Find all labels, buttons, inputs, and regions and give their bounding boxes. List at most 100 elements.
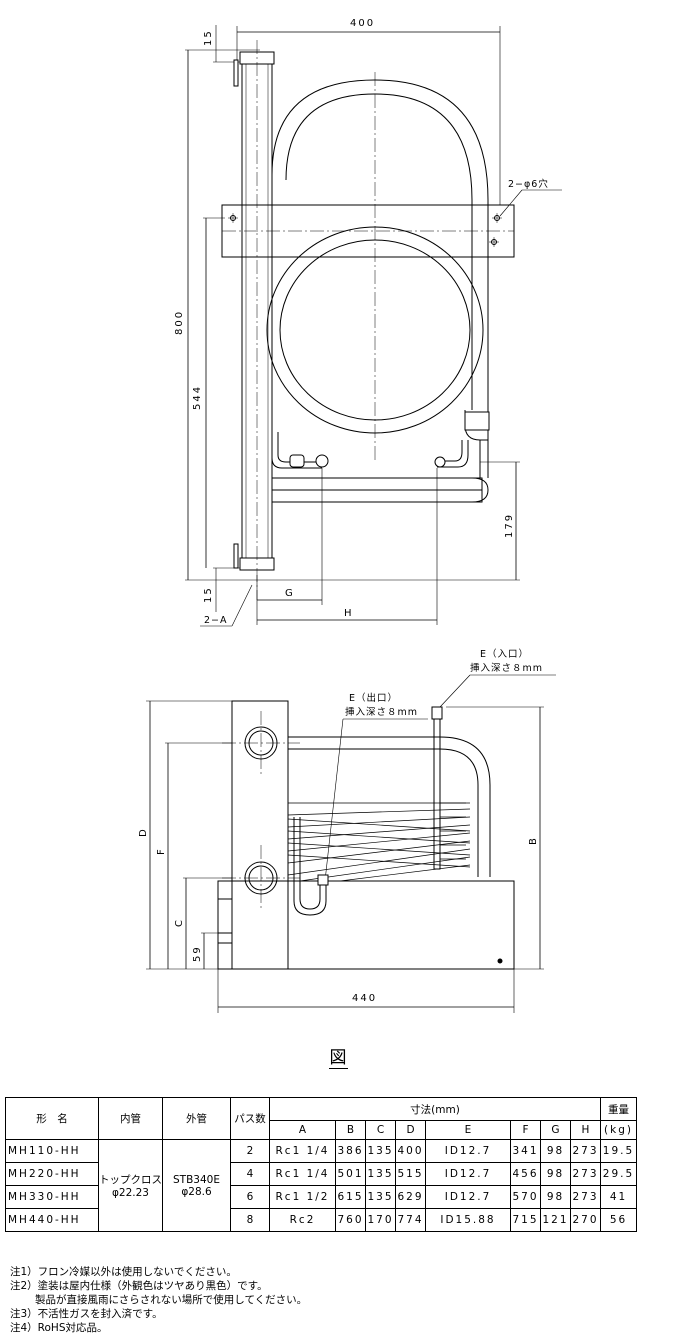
cell-passes: 6 [230, 1185, 270, 1209]
label-inlet: E（入口） [480, 648, 529, 660]
leader-holes: 2−φ6穴 [499, 178, 562, 217]
figure-caption: 図 [0, 1043, 676, 1069]
cell-b: 386 [335, 1139, 366, 1163]
figure-caption-text: 図 [328, 1048, 348, 1069]
dim-440: 440 [217, 969, 515, 1013]
cell-passes: 4 [230, 1162, 270, 1186]
outer-pipe-size: φ28.6 [181, 1185, 212, 1198]
cell-f: 341 [510, 1139, 541, 1163]
cell-f: 715 [510, 1208, 541, 1232]
cell-model: MH110-HH [5, 1139, 99, 1163]
dim-width-400: 400 [236, 18, 501, 205]
outer-pipe-name: STB340E [173, 1173, 220, 1186]
cell-d: 629 [395, 1185, 426, 1209]
cell-model: MH440-HH [5, 1208, 99, 1232]
cell-d: 515 [395, 1162, 426, 1186]
dim-height-text: 800 [174, 310, 185, 335]
cell-c: 170 [365, 1208, 396, 1232]
cell-a: Rc1 1/4 [269, 1162, 336, 1186]
dim-f-text: F [156, 847, 167, 855]
cell-g: 98 [540, 1139, 571, 1163]
dim-left-side: D F C 59 [138, 700, 232, 970]
header-passes: パス数 [230, 1097, 270, 1140]
cell-weight: 56 [600, 1208, 637, 1232]
cell-e: ID15.88 [425, 1208, 511, 1232]
cell-g: 98 [540, 1162, 571, 1186]
note-4: 注4）RoHS対応品。 [10, 1322, 108, 1334]
cell-g: 98 [540, 1185, 571, 1209]
mount-bracket [221, 204, 515, 258]
top-pipe [288, 706, 491, 877]
header-weight: 重量 [600, 1097, 637, 1121]
header-model: 形 名 [5, 1097, 99, 1140]
cell-h: 270 [570, 1208, 601, 1232]
header-pipe [233, 40, 275, 600]
dim-59-text: 59 [192, 945, 203, 962]
inner-pipe-size: φ22.23 [112, 1187, 149, 1199]
cell-f: 456 [510, 1162, 541, 1186]
cell-a: Rc1 1/4 [269, 1139, 336, 1163]
cell-weight: 19.5 [600, 1139, 637, 1163]
cell-e: ID12.7 [425, 1162, 511, 1186]
cell-b: 760 [335, 1208, 366, 1232]
lower-pipes [271, 430, 520, 503]
note-2: 注2）塗装は屋内仕様（外観色はツヤあり黒色）です。 [10, 1280, 268, 1292]
cell-e: ID12.7 [425, 1185, 511, 1209]
header-col-a: A [269, 1120, 336, 1140]
leader-2a: 2−A [200, 584, 253, 627]
label-inlet-depth: 挿入深さ８mm [470, 662, 543, 674]
note-2-continued: 製品が直接風雨にさらされない場所で使用してください。 [35, 1294, 308, 1306]
header-weight-unit: (kg) [600, 1120, 637, 1140]
outlet-callout: E（出口） 挿入深さ８mm [324, 692, 428, 882]
cell-model: MH220-HH [5, 1162, 99, 1186]
label-2a: 2−A [204, 615, 228, 626]
dim-h-text: H [344, 608, 354, 619]
dim-440-text: 440 [352, 993, 377, 1004]
cell-weight: 29.5 [600, 1162, 637, 1186]
dim-b-text: B [528, 836, 539, 845]
label-outlet-depth: 挿入深さ８mm [345, 706, 418, 718]
dim-height-800: 800 [174, 49, 520, 581]
spec-table: 形 名 内管 外管 パス数 寸法(mm) 重量 A B C D E F G H … [5, 1097, 637, 1232]
dim-offset-179: 179 [504, 462, 517, 580]
base-block [217, 880, 515, 970]
header-col-g: G [540, 1120, 571, 1140]
cell-d: 400 [395, 1139, 426, 1163]
cell-h: 273 [570, 1139, 601, 1163]
header-col-e: E [425, 1120, 511, 1140]
dim-b: B [446, 706, 544, 970]
note-1: 注1）フロン冷媒以外は使用しないでください。 [10, 1266, 237, 1278]
table-row: MH110-HH トップクロス φ22.23 STB340E φ28.6 2 R… [5, 1139, 637, 1232]
dim-d-text: D [138, 827, 149, 837]
dim-c-text: C [174, 918, 185, 927]
header-col-h: H [570, 1120, 601, 1140]
cell-d: 774 [395, 1208, 426, 1232]
cell-b: 615 [335, 1185, 366, 1209]
cell-inner-pipe: トップクロス φ22.23 [98, 1139, 163, 1232]
header-dims: 寸法(mm) [269, 1097, 601, 1121]
outlet-tube [293, 817, 329, 916]
cell-outer-pipe: STB340E φ28.6 [162, 1139, 231, 1232]
dim-offset-text: 179 [504, 513, 515, 538]
label-holes: 2−φ6穴 [508, 178, 549, 190]
inlet-callout: E（入口） 挿入深さ８mm [439, 648, 556, 708]
dim-mount-text: 544 [192, 385, 203, 410]
header-col-c: C [365, 1120, 396, 1140]
dim-g-h: G H [256, 468, 438, 625]
coil-loop [266, 72, 490, 460]
inner-pipe-name: トップクロス [99, 1174, 162, 1186]
side-view-drawing: E（入口） 挿入深さ８mm E（出口） 挿入深さ８mm D F C 59 [138, 648, 556, 1013]
label-outlet: E（出口） [349, 692, 398, 704]
cell-e: ID12.7 [425, 1139, 511, 1163]
cell-c: 135 [365, 1185, 396, 1209]
dim-top-15-text: 15 [203, 29, 214, 46]
notes-block: 注1）フロン冷媒以外は使用しないでください。 注2）塗装は屋内仕様（外観色はツヤ… [10, 1265, 307, 1335]
cell-a: Rc1 1/2 [269, 1185, 336, 1209]
dim-mount-544: 544 [192, 217, 225, 568]
header-outer: 外管 [162, 1097, 231, 1140]
header-col-f: F [510, 1120, 541, 1140]
cell-b: 501 [335, 1162, 366, 1186]
coil-fan [287, 802, 471, 882]
cell-g: 121 [540, 1208, 571, 1232]
dim-g-text: G [285, 588, 295, 599]
